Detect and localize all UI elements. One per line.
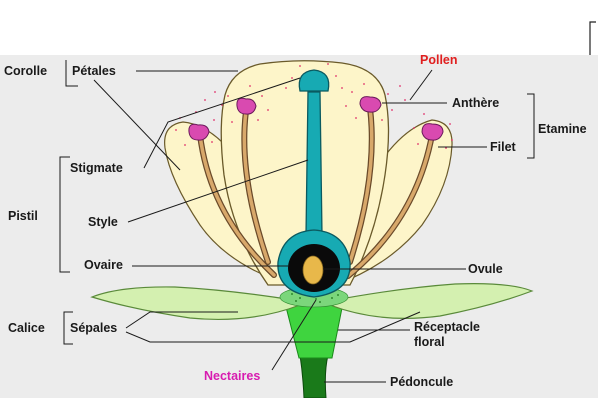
label-pollen: Pollen — [420, 54, 458, 67]
frame-corner — [590, 22, 596, 55]
label-receptacle-line2: floral — [414, 336, 445, 349]
label-style: Style — [88, 216, 118, 229]
label-nectaires: Nectaires — [204, 370, 260, 383]
style-shape — [306, 92, 322, 235]
label-receptacle-line1: Réceptacle — [414, 321, 480, 334]
stigma-shape — [299, 70, 328, 91]
label-corolle: Corolle — [4, 65, 47, 78]
label-stigmate: Stigmate — [70, 162, 123, 175]
label-calice: Calice — [8, 322, 45, 335]
label-sepales: Sépales — [70, 322, 117, 335]
label-ovaire: Ovaire — [84, 259, 123, 272]
label-anthere: Anthère — [452, 97, 499, 110]
pedoncule-shape — [300, 355, 328, 398]
label-petales: Pétales — [72, 65, 116, 78]
label-ovule: Ovule — [468, 263, 503, 276]
label-pedoncule: Pédoncule — [390, 376, 453, 389]
label-filet: Filet — [490, 141, 516, 154]
label-pistil: Pistil — [8, 210, 38, 223]
label-etamine: Etamine — [538, 123, 587, 136]
ovule-shape — [303, 256, 323, 284]
